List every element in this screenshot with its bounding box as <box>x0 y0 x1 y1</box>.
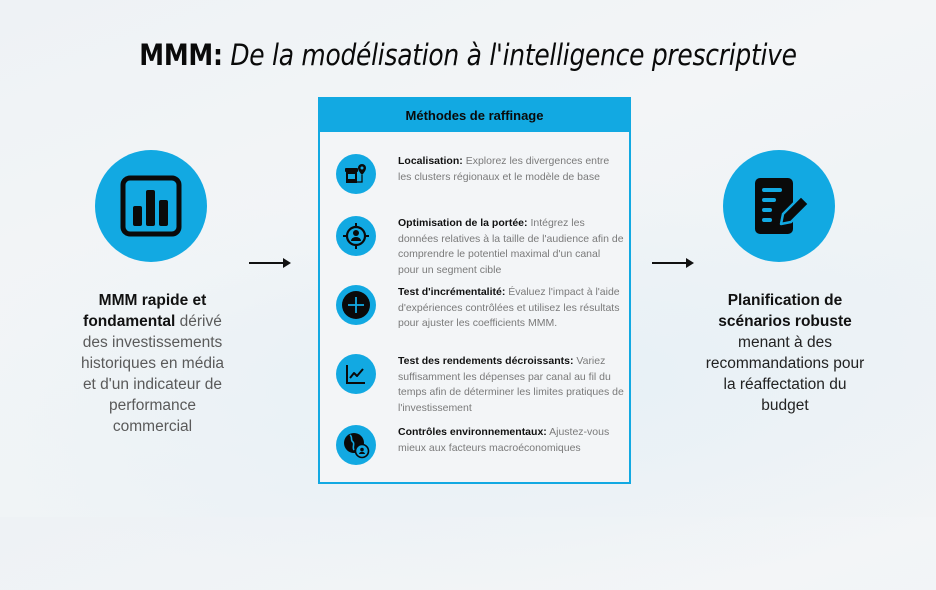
arrow-right-icon <box>249 258 291 268</box>
arrow-right-icon <box>652 258 694 268</box>
method-text: Contrôles environnementaux: Ajustez-vous… <box>398 425 624 456</box>
method-text: Test des rendements décroissants: Variez… <box>398 354 624 416</box>
method-description: Explorez les divergences entre les clust… <box>398 155 610 183</box>
method-item-diminishing-returns: Test des rendements décroissants: Variez… <box>336 354 626 416</box>
method-description: Intégrez les données relatives à la tail… <box>398 217 624 276</box>
method-item-reach-optimization: Optimisation de la portée: Intégrez les … <box>336 216 626 278</box>
globe-person-icon <box>336 425 376 465</box>
method-description: Ajustez-vous mieux aux facteurs macroéco… <box>398 426 610 454</box>
left-stage-text: dérivé des investissements historiques e… <box>80 313 225 435</box>
target-audience-icon <box>336 216 376 256</box>
title-main: De la modélisation à l'intelligence pres… <box>230 38 797 72</box>
method-label: Localisation: <box>398 155 463 167</box>
refinement-methods-panel: Méthodes de raffinage Localisation: Expl… <box>318 97 631 484</box>
method-description: Évaluez l'impact à l'aide d'expériences … <box>398 286 620 329</box>
page-title: MMM: De la modélisation à l'intelligence… <box>66 38 871 72</box>
method-item-incrementality: Test d'incrémentalité: Évaluez l'impact … <box>336 285 626 332</box>
method-item-localisation: Localisation: Explorez les divergences e… <box>336 154 626 194</box>
store-location-icon <box>336 154 376 194</box>
method-label: Test d'incrémentalité: <box>398 286 506 298</box>
method-item-environmental-controls: Contrôles environnementaux: Ajustez-vous… <box>336 425 626 465</box>
plus-circle-icon <box>336 285 376 325</box>
panel-header: Méthodes de raffinage <box>320 99 629 132</box>
method-description: Variez suffisamment les dépenses par can… <box>398 355 624 414</box>
method-text: Test d'incrémentalité: Évaluez l'impact … <box>398 285 624 332</box>
left-stage-description: MMM rapide et fondamental dérivé des inv… <box>80 290 225 437</box>
method-label: Contrôles environnementaux: <box>398 426 547 438</box>
right-stage-text: menant à des recommandations pour la réa… <box>705 334 865 414</box>
title-prefix: MMM: <box>139 38 223 72</box>
method-text: Localisation: Explorez les divergences e… <box>398 154 624 185</box>
method-text: Optimisation de la portée: Intégrez les … <box>398 216 624 278</box>
line-chart-icon <box>336 354 376 394</box>
bar-chart-icon <box>95 150 207 262</box>
right-stage-description: Planification de scénarios robuste menan… <box>700 290 870 416</box>
method-label: Test des rendements décroissants: <box>398 355 574 367</box>
right-stage-bold: Planification de scénarios robuste <box>718 292 852 330</box>
left-stage-bold: MMM rapide et fondamental <box>83 292 207 330</box>
document-edit-icon <box>723 150 835 262</box>
method-label: Optimisation de la portée: <box>398 217 528 229</box>
